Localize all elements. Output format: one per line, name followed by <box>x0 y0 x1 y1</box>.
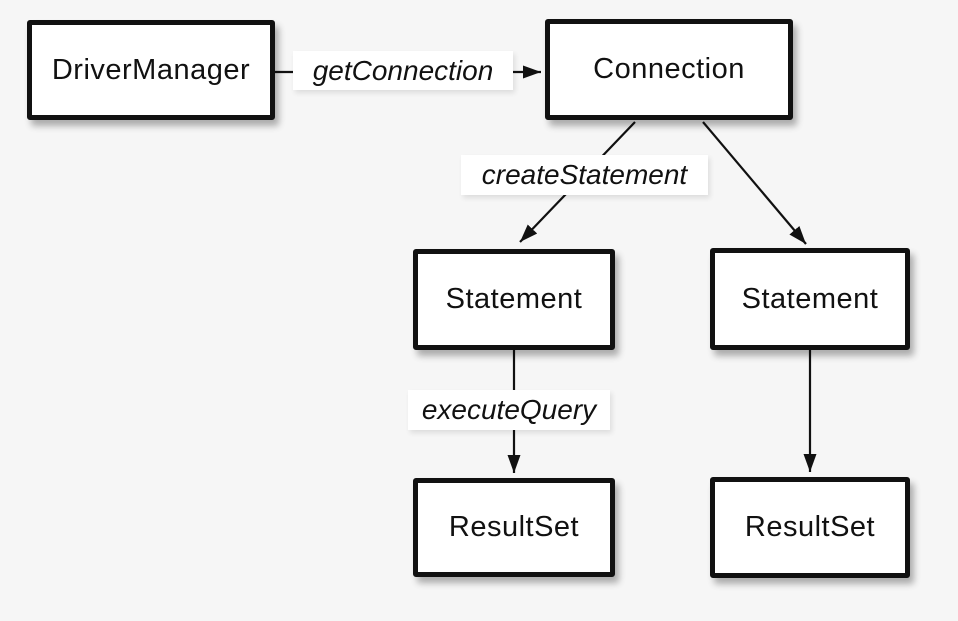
node-label-resultset-right: ResultSet <box>744 511 876 543</box>
node-resultset-right: ResultSet <box>710 477 910 578</box>
edge-label-get-connection: getConnection <box>293 51 513 90</box>
edge-label-execute-query: executeQuery <box>408 390 610 430</box>
node-statement-right: Statement <box>710 248 910 350</box>
node-label-resultset-left: ResultSet <box>448 511 580 543</box>
node-statement-left: Statement <box>413 249 615 350</box>
edge-label-create-statement: createStatement <box>461 155 708 195</box>
node-driver-manager: DriverManager <box>27 20 275 120</box>
node-label-statement-right: Statement <box>741 282 879 315</box>
node-label-statement-left: Statement <box>445 283 583 315</box>
node-resultset-left: ResultSet <box>413 478 615 577</box>
node-label-driver-manager: DriverManager <box>51 53 251 86</box>
node-connection: Connection <box>545 19 793 120</box>
edge-connection-to-statement-right <box>702 121 807 245</box>
node-label-connection: Connection <box>593 53 745 85</box>
